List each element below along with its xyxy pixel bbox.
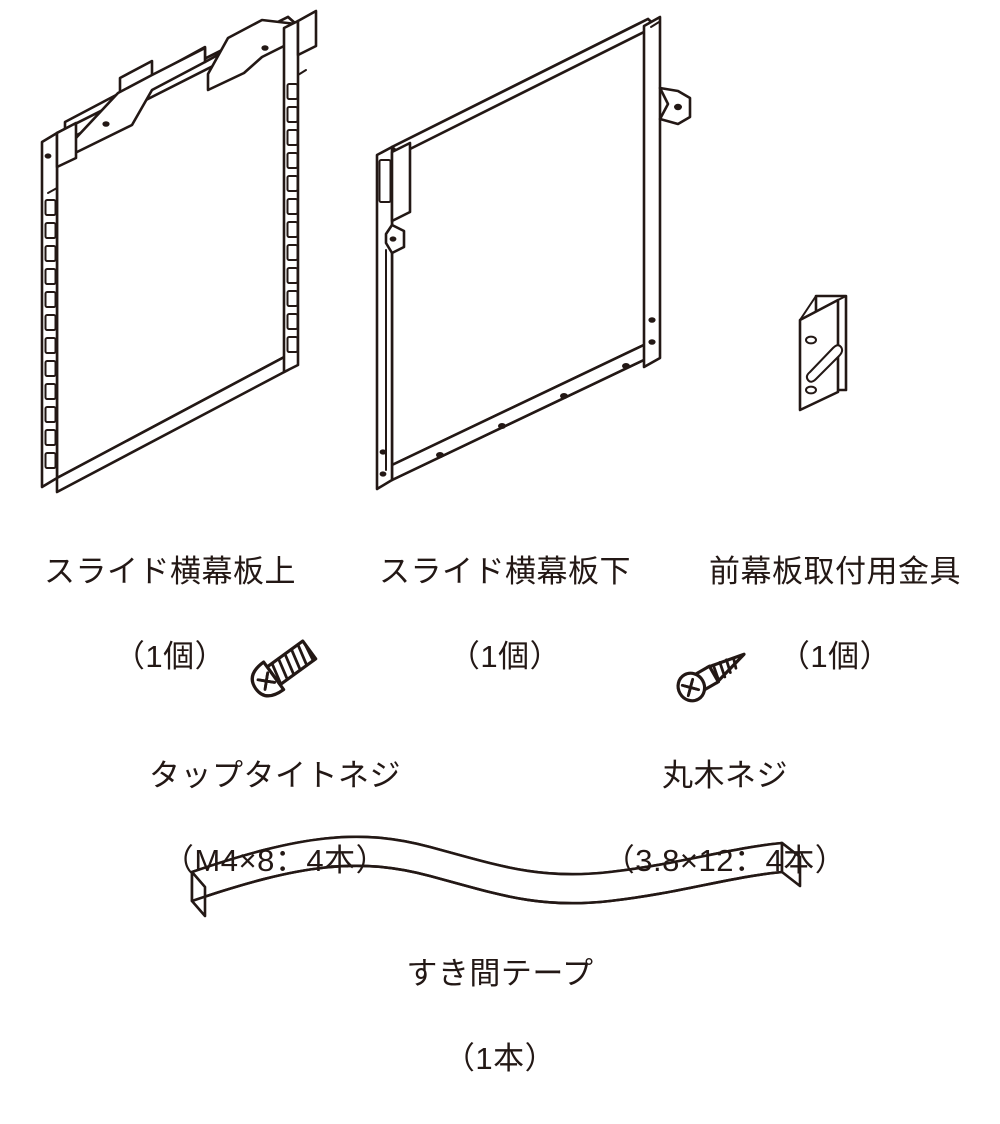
part-name-0: スライド横幕板上 [44,553,296,589]
part-quantity-5: （1本） [443,1041,557,1077]
panel2-left-tab-hole [389,236,397,242]
panel2-bottom-hole-row [436,363,630,458]
part-illustration-round-wood-screw [676,652,746,703]
right-flange-return-lip [296,9,318,57]
left-flange-step [47,166,58,194]
part-illustration-slide-side-panel-upper [40,9,318,494]
bracket-hole-top [805,335,817,345]
parts-list-sheet: スライド横幕板上 （1個） スライド横幕板下 （1個） 前幕板取付用金具 （1個… [0,9,1000,1076]
part-illustration-gap-tape [190,835,802,918]
part-name-1: スライド横幕板下 [379,553,631,589]
mounting-tab-right-hole [261,45,269,51]
part-illustration-front-panel-mounting-bracket [798,294,848,412]
left-flange-hole [44,153,52,159]
tape-left-end-cap [190,870,207,918]
right-flange-step [297,54,307,76]
left-flange-return-lip [55,121,78,169]
caption-gap-tape: すき間テープ （1本） [290,910,710,1124]
caption-slide-side-panel-lower: スライド横幕板下 （1個） [340,508,670,722]
bracket-hole-bottom [805,385,817,395]
right-flange-slot-column [286,83,299,353]
panel2-right-tab-hole [674,103,682,111]
panel2-left-flange-hole-1 [379,449,387,455]
caption-round-wood-screw: 丸木ネジ （3.8×12：4本） [520,712,930,926]
bracket-fold-line [799,295,847,321]
part-quantity-4: （3.8×12：4本） [603,843,847,879]
tape-right-end-cap [780,841,802,888]
part-illustration-tap-tight-screw [250,639,318,698]
left-flange-slot-column [44,199,57,469]
part-name-4: 丸木ネジ [662,757,788,793]
part-name-3: タップタイトネジ [149,757,401,793]
bracket-center-slot [805,344,844,383]
panel2-right-flange-hole-1 [648,317,656,323]
tape-bottom-contour [190,864,784,905]
part-quantity-2: （1個） [778,639,892,675]
panel2-left-slot [378,159,392,203]
part-quantity-3: （M4×8：4本） [162,843,388,879]
caption-front-panel-mounting-bracket: 前幕板取付用金具 （1個） [670,508,1000,722]
panel2-right-top-notch [650,21,660,28]
part-quantity-1: （1個） [448,639,562,675]
screw-threads [270,642,315,686]
panel2-left-upper-window [390,141,412,223]
panel2-left-flange-hole-2 [379,471,387,477]
woodscrew-phillips-recess [680,677,701,698]
mounting-tab-left-hole [102,121,110,127]
bracket-front-plate [798,298,840,412]
caption-tap-tight-screw: タップタイトネジ （M4×8：4本） [70,712,480,926]
part-name-5: すき間テープ [406,955,594,991]
caption-slide-side-panel-upper: スライド横幕板上 （1個） [0,508,340,722]
part-name-2: 前幕板取付用金具 [709,553,961,589]
screw-phillips-recess [256,671,277,691]
mounting-tab-right [206,18,298,92]
part-illustration-slide-side-panel-lower [375,15,692,491]
panel2-right-flange-hole-2 [648,339,656,345]
parts-illustrations [40,9,848,918]
panel2-right-flange [642,15,662,369]
part-quantity-0: （1個） [113,639,227,675]
